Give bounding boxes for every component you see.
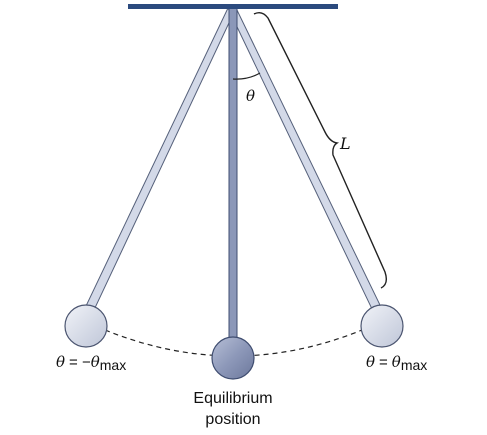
equilibrium-label-line1: Equilibrium	[193, 390, 272, 407]
left-pendulum-rod	[85, 7, 237, 311]
ceiling-support	[128, 4, 338, 9]
right-pendulum-rod	[227, 7, 381, 310]
left-bob	[64, 304, 108, 348]
equilibrium-label-line2: position	[205, 411, 260, 428]
right-bob	[360, 304, 404, 348]
angle-theta-arc	[232, 72, 261, 80]
left-angle-equation: θ= −θmax	[56, 353, 126, 373]
swing-arc-path	[104, 329, 363, 357]
right-angle-equation: θ=θmax	[366, 353, 427, 373]
length-brace	[253, 11, 388, 289]
theta-label: θ	[246, 87, 255, 105]
center-pendulum-rod	[228, 7, 238, 344]
length-label: L	[339, 134, 351, 153]
center-bob	[211, 336, 255, 380]
